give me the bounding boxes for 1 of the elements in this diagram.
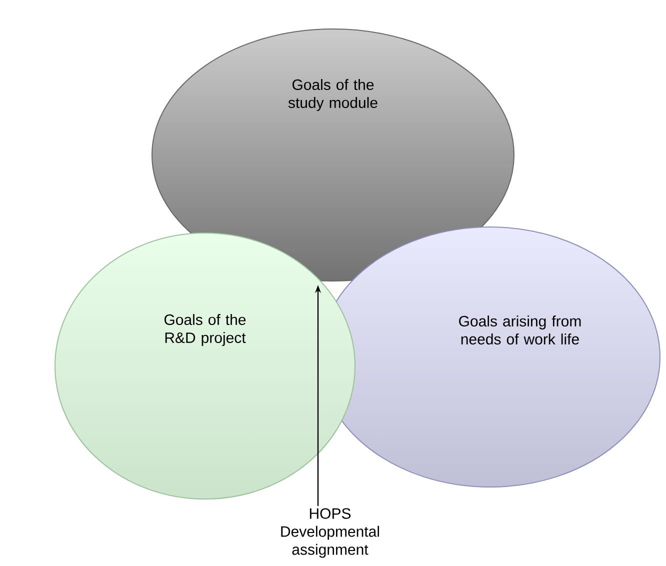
caption-text: HOPS Developmental assignment (281, 508, 379, 558)
